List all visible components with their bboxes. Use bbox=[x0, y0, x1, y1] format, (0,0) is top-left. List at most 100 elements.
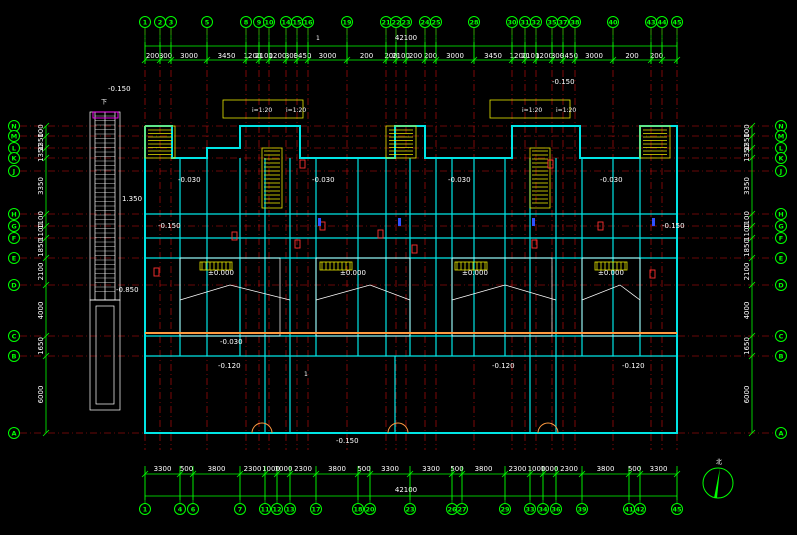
bottom-dim-value: 2300 bbox=[560, 465, 578, 473]
top-dim-value: 3000 bbox=[585, 52, 603, 60]
slope-label-2: i=1:20 bbox=[286, 107, 306, 114]
top-dim-value: 200 bbox=[650, 52, 663, 60]
bubble-circle bbox=[468, 16, 480, 28]
bubble-circle bbox=[310, 503, 322, 515]
bubble-label: 5 bbox=[205, 19, 210, 27]
axis-bubble-right: H bbox=[775, 208, 787, 220]
tick bbox=[42, 222, 50, 230]
bottom-dim-value: 2300 bbox=[294, 465, 312, 473]
tick bbox=[42, 332, 50, 340]
bubble-label: 44 bbox=[657, 19, 667, 27]
level-south-2: -0.120 bbox=[492, 362, 515, 370]
bubble-label: 16 bbox=[303, 19, 313, 27]
bubble-circle bbox=[524, 503, 536, 515]
axis-bubble-right: C bbox=[775, 330, 787, 342]
axis-bubble-bottom: 23 bbox=[404, 470, 416, 515]
axis-bubble-left: A bbox=[8, 427, 20, 439]
axis-bubble-top: 10 bbox=[263, 16, 275, 64]
bubble-label: B bbox=[779, 353, 784, 361]
left-dim-value: 1850 bbox=[37, 239, 45, 257]
bubble-circle bbox=[576, 503, 588, 515]
bubble-circle bbox=[8, 232, 20, 244]
bottom-dim-value: 500 bbox=[180, 465, 193, 473]
right-dim-value: 1100 bbox=[743, 211, 751, 229]
axis-bubble-top: 38 bbox=[569, 16, 581, 64]
bottom-dim-value: 3300 bbox=[381, 465, 399, 473]
fixture-mark bbox=[597, 221, 604, 231]
tick bbox=[42, 352, 50, 360]
stair-top-mark bbox=[92, 111, 119, 119]
bubble-circle bbox=[775, 208, 787, 220]
bottom-dim-value: 2300 bbox=[509, 465, 527, 473]
axis-bubble-right: A bbox=[775, 427, 787, 439]
level-balcony: -0.030 bbox=[220, 338, 243, 346]
left-dim-value: 4000 bbox=[37, 302, 45, 320]
wall-layer bbox=[89, 99, 678, 434]
bubble-label: 17 bbox=[311, 506, 320, 514]
bubble-circle bbox=[201, 16, 213, 28]
axis-bubble-top: 40 bbox=[607, 16, 619, 64]
axis-bubble-bottom: 4 bbox=[174, 470, 186, 515]
bubble-circle bbox=[775, 252, 787, 264]
bubble-circle bbox=[8, 220, 20, 232]
axis-bubble-right: G bbox=[775, 220, 787, 232]
bubble-circle bbox=[775, 130, 787, 142]
room-divider bbox=[179, 284, 291, 301]
bubble-circle bbox=[656, 16, 668, 28]
top-dim-value: 2100 bbox=[522, 52, 540, 60]
level-unit-1: -0.030 bbox=[178, 176, 201, 184]
bubble-circle bbox=[456, 503, 468, 515]
section-mark-top: 1 bbox=[316, 35, 320, 42]
bubble-circle bbox=[139, 503, 151, 515]
axis-bubble-top: 24 bbox=[419, 16, 431, 64]
axis-bubble-bottom: 12 bbox=[271, 470, 283, 515]
fixture-mark bbox=[377, 229, 384, 239]
bottom-dim-value: 3800 bbox=[208, 465, 226, 473]
axis-bubble-bottom: 17 bbox=[310, 470, 322, 515]
top-dim-value: 2100 bbox=[255, 52, 273, 60]
axis-bubble-bottom: 45 bbox=[671, 470, 683, 515]
bubble-circle bbox=[550, 503, 562, 515]
bubble-circle bbox=[671, 16, 683, 28]
tick bbox=[748, 210, 756, 218]
axis-bubble-left: E bbox=[8, 252, 20, 264]
slope-label-3: i=1:20 bbox=[522, 107, 542, 114]
top-total-dim: 42100 bbox=[395, 34, 417, 42]
level-right-top: -0.150 bbox=[552, 78, 575, 86]
bubble-label: 41 bbox=[624, 506, 634, 514]
tick bbox=[748, 332, 756, 340]
bubble-label: 27 bbox=[457, 506, 466, 514]
bubble-label: 45 bbox=[672, 506, 682, 514]
bubble-label: F bbox=[779, 235, 783, 243]
level-unit-4: -0.030 bbox=[600, 176, 623, 184]
room-outline bbox=[451, 257, 553, 337]
section-mark-bottom: 1 bbox=[304, 371, 308, 378]
tick bbox=[748, 154, 756, 162]
axis-bubble-right: B bbox=[775, 350, 787, 362]
bubble-circle bbox=[302, 16, 314, 28]
axis-bubble-bottom: 39 bbox=[576, 470, 588, 515]
bubble-label: N bbox=[11, 123, 16, 131]
bubble-label: 2 bbox=[158, 19, 163, 27]
top-dim-value: 1200 bbox=[510, 52, 528, 60]
outer-wall bbox=[144, 125, 678, 434]
bubble-circle bbox=[775, 427, 787, 439]
left-dim-value: 6000 bbox=[37, 386, 45, 404]
fixture-blue bbox=[532, 218, 535, 226]
tick bbox=[748, 281, 756, 289]
bubble-label: 34 bbox=[538, 506, 548, 514]
axis-bubble-left: H bbox=[8, 208, 20, 220]
axis-bubble-top: 25 bbox=[430, 16, 442, 64]
bubble-label: D bbox=[778, 282, 784, 290]
axis-bubble-top: 45 bbox=[671, 16, 683, 64]
bubble-label: 1 bbox=[143, 19, 148, 27]
fixture-mark bbox=[649, 269, 656, 279]
bubble-circle bbox=[165, 16, 177, 28]
bubble-label: 45 bbox=[672, 19, 682, 27]
slope-label-1: i=1:20 bbox=[252, 107, 272, 114]
room-divider bbox=[315, 284, 411, 301]
axis-bubble-top: 37 bbox=[557, 16, 569, 64]
railing bbox=[199, 261, 233, 271]
bubble-circle bbox=[537, 503, 549, 515]
